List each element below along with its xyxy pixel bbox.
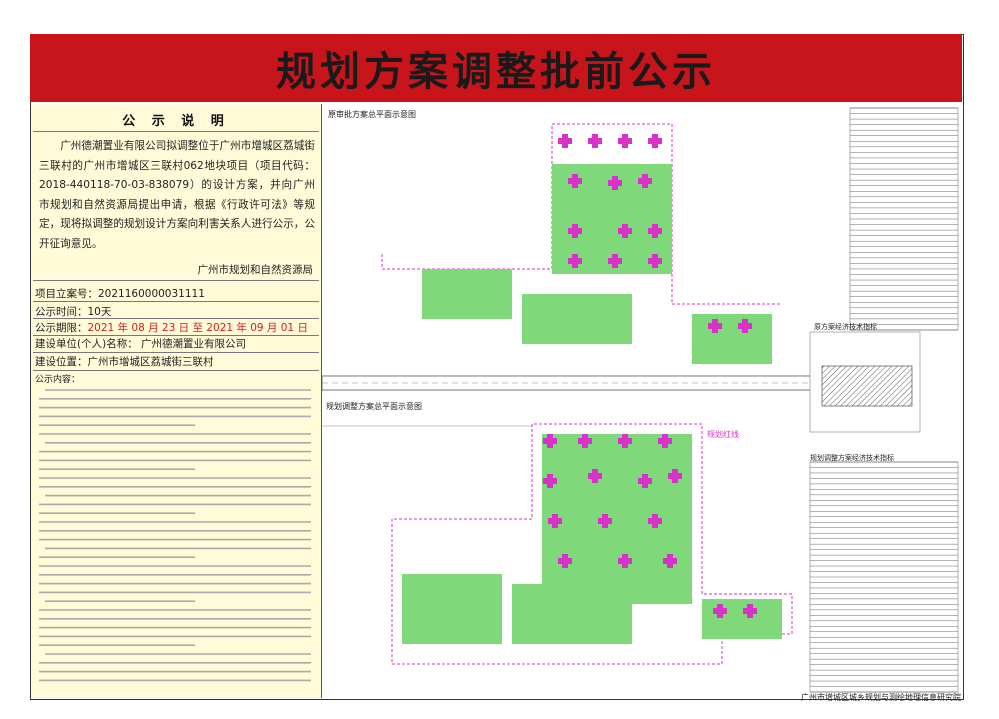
divider bbox=[33, 318, 319, 319]
period: 2021 年 08 月 23 日 至 2021 年 09 月 01 日 bbox=[87, 322, 308, 334]
divider bbox=[33, 370, 319, 371]
page-title: 规划方案调整批前公示 bbox=[276, 49, 716, 95]
title-banner: 规划方案调整批前公示 bbox=[30, 34, 962, 102]
notice-panel: 公 示 说 明 广州德潮置业有限公司拟调整位于广州市增城区荔城街三联村的广州市增… bbox=[31, 104, 322, 698]
notice-intro: 广州德潮置业有限公司拟调整位于广州市增城区荔城街三联村的广州市增城区三联村062… bbox=[39, 140, 315, 250]
duration-row: 公示时间：10天 bbox=[35, 306, 112, 318]
adjusted-plan-label: 规划调整方案总平面示意图 bbox=[326, 402, 422, 411]
boundary-label: 规划红线 bbox=[707, 430, 739, 439]
plan-area: 原审批方案总平面示意图 规划调整方案总平面示意图 规划红线 原方案经济技术指标 … bbox=[321, 104, 962, 698]
divider bbox=[33, 280, 319, 281]
period-row: 公示期限：2021 年 08 月 23 日 至 2021 年 09 月 01 日 bbox=[35, 322, 308, 334]
divider bbox=[33, 301, 319, 302]
table1-title: 原方案经济技术指标 bbox=[814, 323, 877, 331]
location: 广州市增城区荔城街三联村 bbox=[87, 356, 214, 368]
builder-row: 建设单位(个人)名称： 广州德潮置业有限公司 bbox=[35, 338, 247, 350]
adjusted-site-plan bbox=[322, 423, 793, 665]
content-row: 公示内容： bbox=[35, 375, 81, 385]
duration: 10天 bbox=[87, 306, 112, 318]
original-plan-label: 原审批方案总平面示意图 bbox=[328, 110, 416, 119]
indicator-tables bbox=[809, 107, 959, 693]
footer-org: 广州市增城区城乡规划与测绘地理信息研究院 bbox=[801, 693, 961, 702]
notice-heading: 公 示 说 明 bbox=[122, 114, 230, 129]
project-no: 2021160000031111 bbox=[98, 288, 205, 300]
site-plans bbox=[321, 107, 959, 693]
issuing-agency: 广州市规划和自然资源局 bbox=[197, 264, 314, 276]
divider bbox=[33, 131, 319, 132]
original-site-plan bbox=[321, 114, 813, 394]
fine-print-block bbox=[39, 389, 311, 682]
location-row: 建设位置：广州市增城区荔城街三联村 bbox=[35, 356, 214, 368]
project-no-row: 项目立案号：2021160000031111 bbox=[35, 288, 205, 300]
divider bbox=[33, 352, 319, 353]
builder: 广州德潮置业有限公司 bbox=[141, 338, 247, 350]
divider bbox=[33, 335, 319, 336]
table2-title: 规划调整方案经济技术指标 bbox=[810, 454, 894, 462]
